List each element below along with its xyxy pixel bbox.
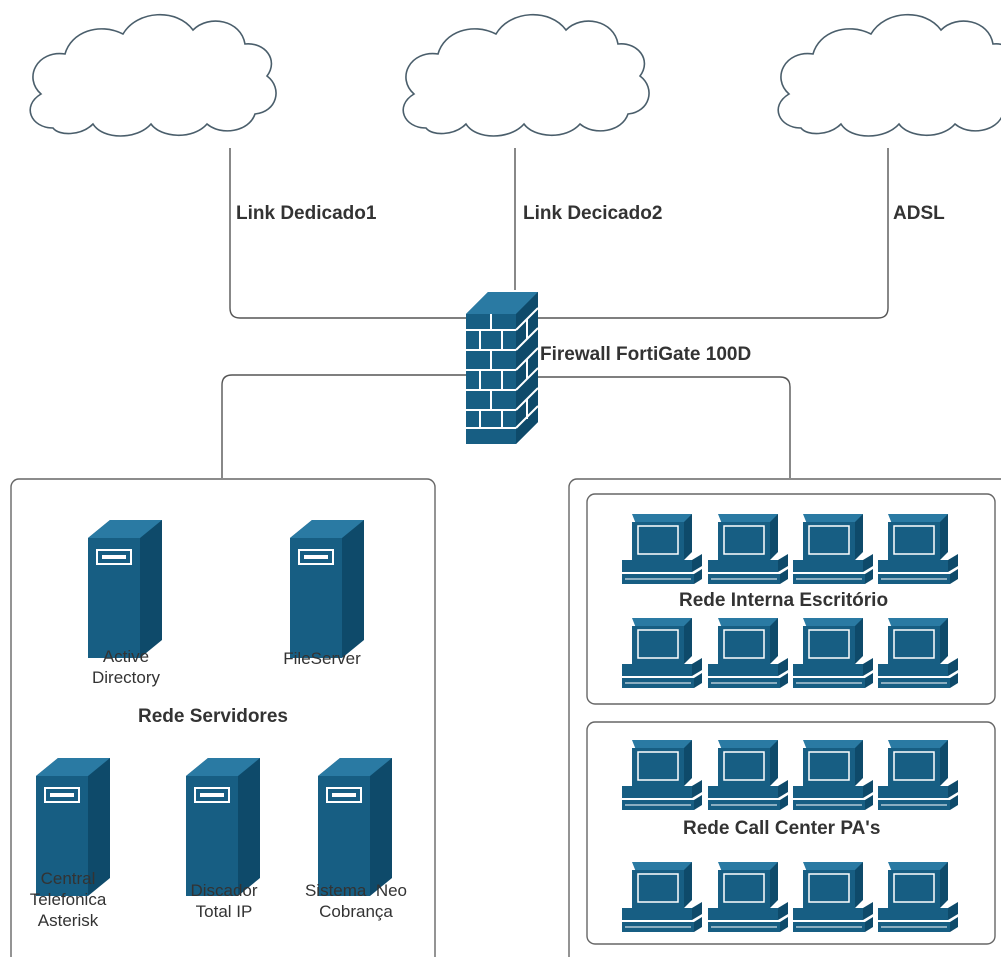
- workstation-icon: [792, 739, 874, 811]
- workstation-icon: [621, 861, 703, 933]
- server-icon: [87, 519, 163, 659]
- server-network-box: [10, 478, 436, 957]
- server-icon: [185, 757, 261, 897]
- workstation-icon: [877, 617, 959, 689]
- workstation-icon: [877, 513, 959, 585]
- connection-line: [538, 148, 889, 319]
- connection-line: [229, 148, 478, 319]
- workstation-icon: [877, 861, 959, 933]
- server-label: Central Telefonica Asterisk: [29, 869, 107, 930]
- cloud-icon: [777, 13, 1001, 137]
- server-label: Active Directory: [91, 647, 160, 687]
- workstation-icon: [792, 861, 874, 933]
- workstation-network-box: [568, 478, 1001, 957]
- server-network-title: Rede Servidores: [138, 706, 288, 727]
- workstation-icon: [792, 513, 874, 585]
- connection-line: [221, 374, 476, 478]
- cloud-icon: [402, 13, 650, 137]
- workstation-icon: [621, 513, 703, 585]
- workstation-icon: [792, 617, 874, 689]
- server-icon: [317, 757, 393, 897]
- firewall-label: Firewall FortiGate 100D: [540, 344, 752, 365]
- server-label: Sistema Neo Cobrança: [304, 881, 408, 921]
- workstation-icon: [621, 739, 703, 811]
- office-network-box: [586, 493, 996, 705]
- link-label: Link Dedicado1: [236, 203, 377, 224]
- connection-line: [538, 376, 791, 478]
- link-label: Link Decicado2: [523, 203, 663, 224]
- workstation-icon: [877, 739, 959, 811]
- workstation-icon: [707, 739, 789, 811]
- workstation-icon: [707, 513, 789, 585]
- workstation-icon: [621, 617, 703, 689]
- office-network-title: Rede Interna Escritório: [679, 590, 889, 611]
- server-label: Discador Total IP: [190, 881, 258, 921]
- callcenter-network-title: Rede Call Center PA's: [683, 818, 881, 839]
- server-label: FileServer: [283, 649, 361, 668]
- workstation-icon: [707, 861, 789, 933]
- callcenter-network-box: [586, 721, 996, 945]
- workstation-icon: [707, 617, 789, 689]
- server-icon: [289, 519, 365, 659]
- firewall-icon: [466, 292, 539, 444]
- link-label: ADSL: [893, 203, 945, 224]
- cloud-icon: [29, 13, 277, 137]
